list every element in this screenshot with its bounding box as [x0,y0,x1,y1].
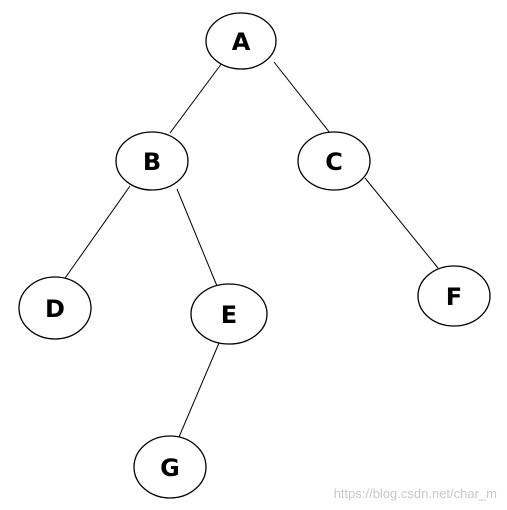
node-a-ellipse [205,12,277,70]
node-f: F [417,265,491,327]
node-f-ellipse [417,265,491,327]
edge-c-f [364,177,439,269]
tree-nodes: A B C D E F G [18,12,491,499]
node-c: C [297,131,371,191]
node-e-ellipse [190,283,268,345]
node-g: G [133,435,207,499]
node-a-label: A [232,28,251,56]
node-e-label: E [221,301,237,329]
edge-b-d [62,185,131,282]
edge-a-b [169,62,223,134]
edge-b-e [176,188,218,287]
node-d-ellipse [18,276,92,340]
node-a: A [205,12,277,70]
node-g-ellipse [133,435,207,499]
edge-e-g [178,342,220,438]
node-e: E [190,283,268,345]
node-f-label: F [446,283,462,311]
node-d-label: D [45,295,65,323]
node-c-label: C [325,148,343,176]
node-b-label: B [143,148,161,176]
edge-a-c [273,61,331,134]
node-b-ellipse [115,131,189,191]
node-c-ellipse [297,131,371,191]
watermark-text: https://blog.csdn.net/char_m [333,486,497,501]
node-d: D [18,276,92,340]
node-b: B [115,131,189,191]
node-g-label: G [160,454,180,482]
tree-edges [62,61,439,438]
